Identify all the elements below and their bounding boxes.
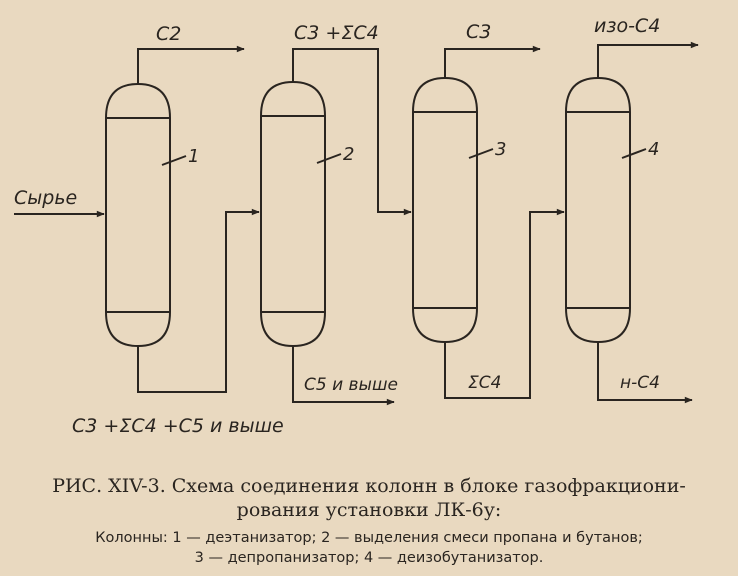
figure-caption-title-continued: рования установки ЛК-6у:: [236, 499, 502, 521]
column-2: [260, 80, 326, 348]
feed-label: Сырье: [14, 187, 77, 209]
overhead-1-label: C2: [156, 23, 181, 45]
column-3: [412, 76, 478, 344]
leader-4: [621, 148, 647, 159]
figure-legend-line-1: Колонны: 1 — деэтанизатор; 2 — выделения…: [95, 530, 643, 546]
bottoms-3: [444, 208, 565, 399]
overhead-3: [444, 45, 541, 78]
leader-1: [161, 155, 187, 166]
process-flow-diagram: Сырье C2 C3 +ΣC4 C3 изо-C4 C3 +ΣC4 +C5 и…: [14, 15, 699, 437]
bottoms-1-label: C3 +ΣC4 +C5 и выше: [72, 415, 284, 437]
column-1: [105, 82, 171, 348]
column-3-number: 3: [495, 139, 506, 160]
column-2-number: 2: [343, 144, 354, 165]
overhead-4-label: изо-C4: [594, 15, 660, 37]
overhead-3-label: C3: [466, 21, 491, 43]
column-4-number: 4: [648, 139, 659, 160]
bottoms-4-label: н-C4: [620, 373, 660, 393]
leader-3: [468, 148, 494, 159]
overhead-2-label: C3 +ΣC4: [294, 22, 379, 44]
bottoms-2-label: C5 и выше: [304, 375, 398, 395]
overhead-4: [597, 41, 699, 78]
bottoms-1: [137, 208, 260, 393]
overhead-1: [137, 45, 245, 84]
bottoms-3-label: ΣC4: [468, 373, 501, 393]
column-4: [565, 76, 631, 344]
bottoms-4: [597, 342, 693, 404]
column-1-number: 1: [188, 146, 199, 167]
bottoms-2: [292, 346, 395, 406]
overhead-2: [292, 48, 412, 216]
figure-legend-line-2: 3 — депропанизатор; 4 — деизобутанизатор…: [194, 550, 544, 566]
leader-2: [316, 153, 342, 164]
figure-caption-title: РИС. XIV-3. Схема соединения колонн в бл…: [52, 475, 686, 497]
